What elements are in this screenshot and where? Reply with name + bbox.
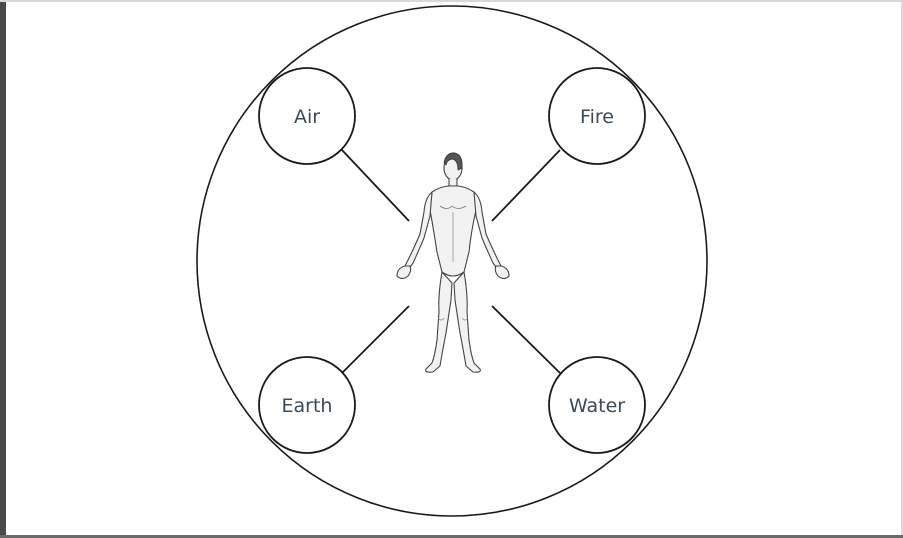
air-label: Air <box>294 106 320 128</box>
connector-fire <box>492 150 560 221</box>
human-figure-illustration <box>397 153 509 372</box>
earth-label: Earth <box>282 395 333 417</box>
connector-earth <box>342 306 409 373</box>
water-label: Water <box>569 395 625 417</box>
fire-label: Fire <box>580 106 614 128</box>
connector-air <box>342 150 409 221</box>
connector-water <box>492 306 560 373</box>
